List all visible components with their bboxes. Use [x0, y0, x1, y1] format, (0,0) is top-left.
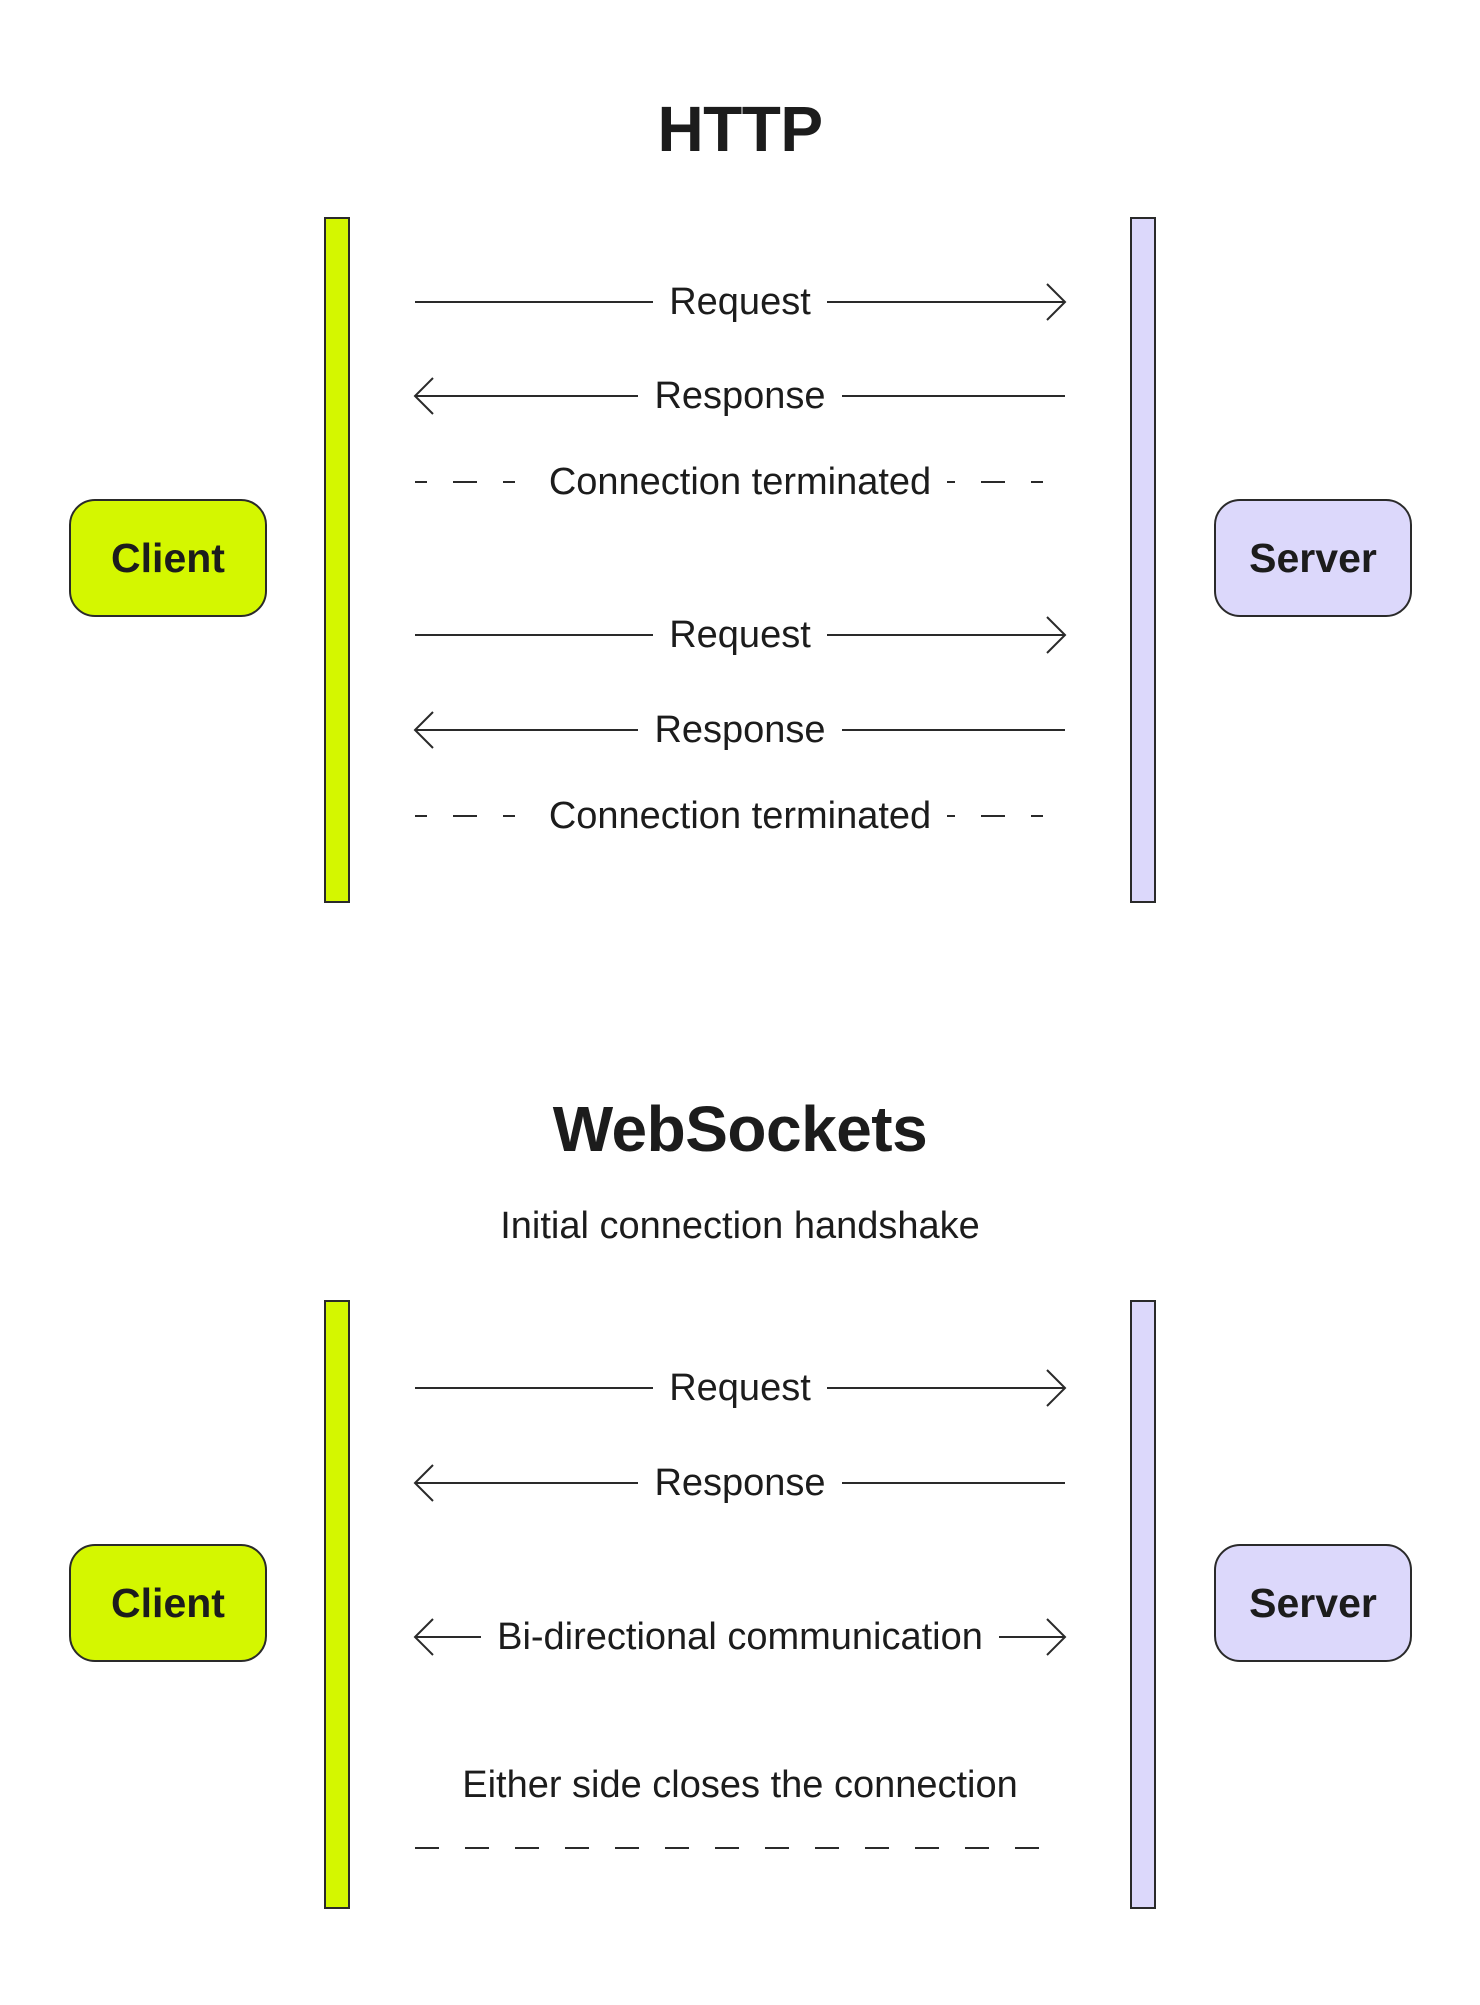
ws-arrowhead-left-2	[413, 1618, 434, 1656]
ws-client-node: Client	[69, 1544, 267, 1662]
ws-arrowhead-right-0	[1046, 1369, 1067, 1407]
http-server-node: Server	[1214, 499, 1412, 617]
http-server-lifeline	[1130, 217, 1156, 903]
ws-message-0: Request	[415, 1366, 1067, 1410]
http-message-2: Connection terminated	[415, 460, 1065, 504]
ws-message-1: Response	[413, 1461, 1065, 1505]
http-message-label-0: Request	[653, 280, 827, 324]
http-message-5: Connection terminated	[415, 794, 1065, 838]
http-arrowhead-right-3	[1046, 616, 1067, 654]
closing-dashed-line	[415, 1828, 1065, 1868]
http-message-0: Request	[415, 280, 1067, 324]
ws-message-label-2: Bi-directional communication	[481, 1615, 999, 1659]
http-message-3: Request	[415, 613, 1067, 657]
http-message-label-5: Connection terminated	[532, 794, 948, 838]
ws-server-lifeline	[1130, 1300, 1156, 1909]
ws-server-node: Server	[1214, 1544, 1412, 1662]
websockets-subtitle: Initial connection handshake	[500, 1205, 980, 1247]
http-client-node: Client	[69, 499, 267, 617]
ws-arrowhead-left-1	[413, 1464, 434, 1502]
http-title: HTTP	[657, 93, 823, 165]
ws-message-label-0: Request	[653, 1366, 827, 1410]
http-client-lifeline	[324, 217, 350, 903]
http-message-label-3: Request	[653, 613, 827, 657]
http-message-label-2: Connection terminated	[532, 460, 948, 504]
http-arrowhead-left-1	[413, 377, 434, 415]
http-arrowhead-left-4	[413, 711, 434, 749]
http-arrowhead-right-0	[1046, 283, 1067, 321]
http-message-1: Response	[413, 374, 1065, 418]
ws-client-lifeline	[324, 1300, 350, 1909]
http-message-4: Response	[413, 708, 1065, 752]
ws-message-2: Bi-directional communication	[413, 1615, 1067, 1659]
http-message-label-4: Response	[638, 708, 842, 752]
http-message-label-1: Response	[638, 374, 842, 418]
websockets-title: WebSockets	[552, 1093, 928, 1165]
closing-note: Either side closes the connection	[462, 1764, 1018, 1806]
ws-arrowhead-right-2	[1046, 1618, 1067, 1656]
ws-message-label-1: Response	[638, 1461, 842, 1505]
